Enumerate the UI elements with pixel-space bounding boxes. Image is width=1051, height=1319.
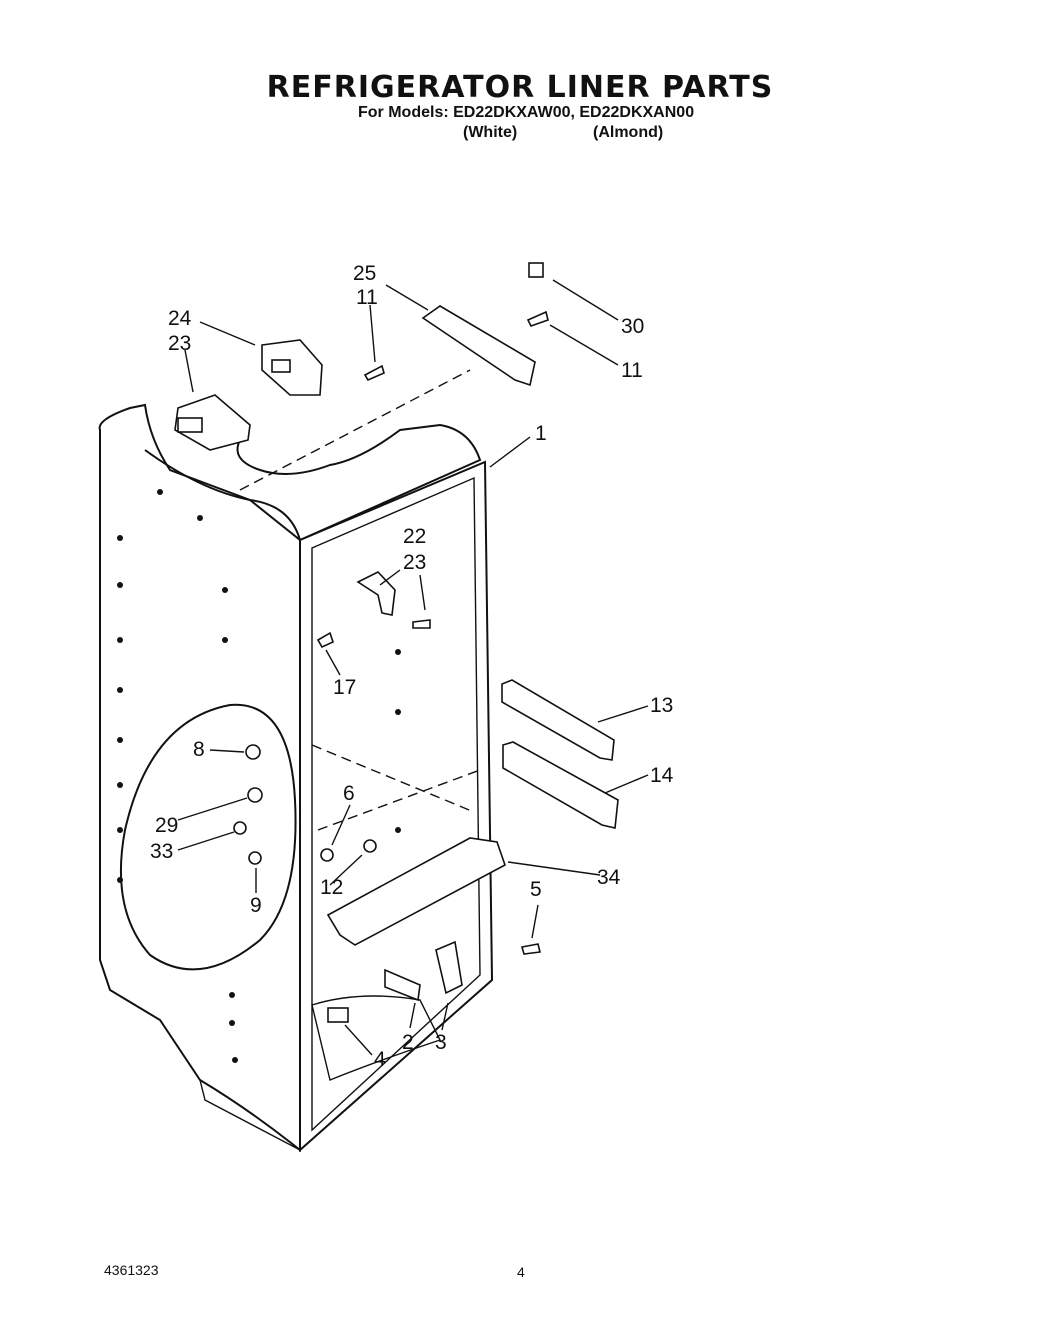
callout-3: 3 (435, 1031, 447, 1054)
callout-11-top: 11 (356, 286, 378, 309)
callout-17: 17 (333, 676, 356, 699)
callout-1: 1 (535, 422, 547, 445)
liner-top-edge (144, 423, 482, 542)
page-title: REFRIGERATOR LINER PARTS (266, 70, 774, 105)
callout-6: 6 (343, 782, 355, 805)
circle-detail-parts (233, 744, 377, 865)
page-number: 4 (517, 1264, 525, 1280)
part-34-crisper-cover (326, 837, 506, 946)
part-13-shelf-rail (501, 679, 615, 761)
liner-inner-frame (311, 476, 481, 1132)
part-14-shelf-rail (502, 741, 619, 829)
part-2-bracket (384, 968, 421, 1002)
callout-29: 29 (155, 814, 178, 837)
part-3-switch (435, 940, 463, 995)
callout-labels: 25 11 24 23 30 11 1 22 23 17 13 14 8 6 2… (150, 262, 674, 1071)
callout-11-right: 11 (621, 359, 643, 382)
callout-34: 34 (597, 866, 621, 889)
part-4-light-socket (327, 1007, 349, 1023)
callout-5: 5 (530, 878, 542, 901)
callout-33: 33 (150, 840, 173, 863)
part-22-bracket (356, 571, 396, 616)
models-line: For Models: ED22DKXAW00, ED22DKXAN00 (358, 104, 695, 121)
callout-22: 22 (403, 525, 426, 548)
document-number: 4361323 (104, 1262, 159, 1278)
assembly-line-top (239, 369, 471, 491)
callout-30: 30 (621, 315, 644, 338)
callout-25: 24 (168, 307, 192, 330)
callout-26: 25 (353, 262, 376, 285)
bottom-pan (311, 995, 441, 1081)
callout-12: 12 (320, 876, 343, 899)
callout-23: 23 (403, 551, 426, 574)
callout-8: 8 (193, 738, 205, 761)
inner-divider (311, 744, 475, 813)
detail-circle (119, 703, 297, 971)
screw-icons (316, 310, 549, 955)
callout-2: 2 (402, 1031, 414, 1054)
callout-13: 13 (650, 694, 673, 717)
callout-14: 14 (650, 764, 674, 787)
part-26-rail (421, 305, 536, 387)
part-25-bracket (261, 339, 323, 396)
side-wall-holes (117, 489, 401, 1063)
liner-side-wall (98, 403, 301, 1153)
callout-9: 9 (250, 894, 262, 917)
callout-4: 4 (374, 1048, 386, 1071)
base-trim (199, 1079, 301, 1151)
part-30-clip (528, 262, 544, 278)
part-24-light-housing (174, 394, 251, 451)
liner-front-frame (299, 460, 494, 1153)
leader-lines (177, 279, 649, 1056)
variant-white: (White) (463, 124, 518, 141)
assembly-line-crisper (317, 769, 481, 831)
variant-almond: (Almond) (593, 124, 664, 141)
callout-24: 23 (168, 332, 191, 355)
